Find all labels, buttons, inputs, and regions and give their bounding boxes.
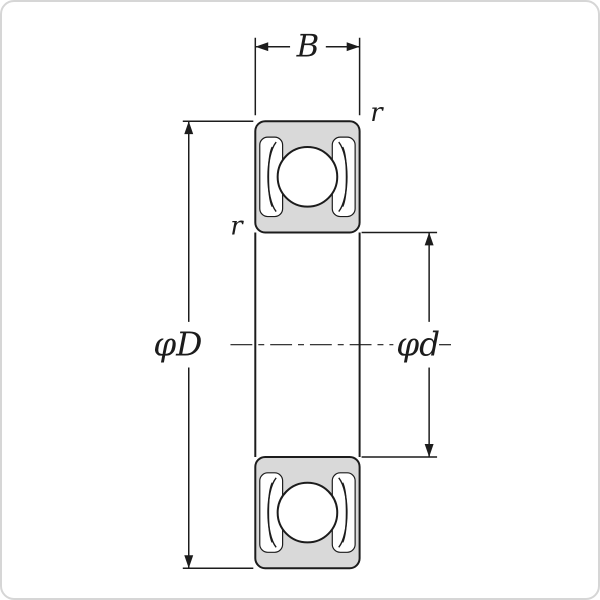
dimension-width-B: B bbox=[254, 29, 361, 116]
arrowhead-d-bore-top bbox=[424, 232, 434, 246]
dimension-bore-diameter-d: φd bbox=[361, 231, 440, 458]
chamfer-radius-label-top-right: r bbox=[370, 98, 384, 128]
arrowhead-d-bore-bottom bbox=[424, 444, 434, 457]
bearing-section-bottom bbox=[254, 455, 361, 570]
arrowhead-b-right bbox=[346, 42, 360, 52]
arrowhead-d-outer-bottom bbox=[184, 555, 194, 569]
bearing-section-top bbox=[254, 120, 361, 234]
dimension-outer-diameter-D: φD bbox=[153, 120, 254, 569]
width-dimension-label: B bbox=[296, 29, 320, 65]
bore-diameter-dimension-label: φd bbox=[396, 326, 440, 364]
chamfer-radius-label-left: r bbox=[230, 211, 244, 241]
arrowhead-b-left bbox=[255, 42, 269, 52]
arrowhead-d-outer-top bbox=[184, 121, 194, 135]
outer-diameter-dimension-label: φD bbox=[153, 326, 202, 364]
